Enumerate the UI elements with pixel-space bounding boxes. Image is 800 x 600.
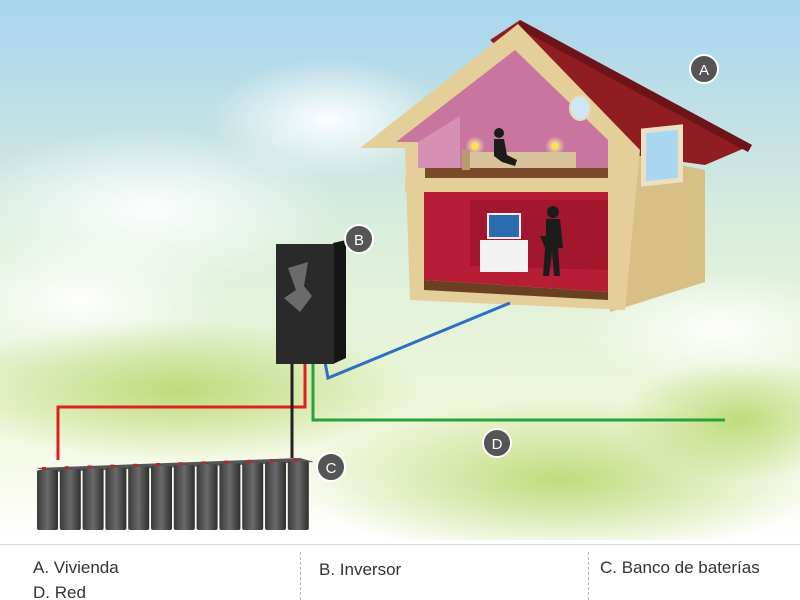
marker-c: C xyxy=(316,452,346,482)
floor-band xyxy=(405,178,612,192)
person-standing xyxy=(540,206,563,276)
legend-item-b: B. Inversor xyxy=(319,560,402,579)
marker-a: A xyxy=(689,54,719,84)
battery-terminal xyxy=(247,459,252,463)
living-room-floor xyxy=(424,280,608,300)
tv-screen xyxy=(487,213,521,239)
legend-item-d: D. Red xyxy=(33,583,86,600)
battery-cell xyxy=(151,466,172,530)
battery-terminal xyxy=(178,462,183,466)
diagram-illustration: A B C D xyxy=(0,0,800,540)
bed-headboard xyxy=(462,150,470,170)
battery-terminal xyxy=(156,463,160,466)
positive-wire xyxy=(56,360,307,460)
marker-a-label: A xyxy=(699,62,709,79)
battery-terminal xyxy=(110,464,115,468)
battery-terminal xyxy=(201,461,206,465)
house xyxy=(360,20,752,312)
cloud xyxy=(210,60,450,180)
battery-cell xyxy=(128,466,150,530)
battery-cell xyxy=(59,469,81,530)
inverter xyxy=(276,240,346,364)
house-wire xyxy=(323,301,511,381)
battery-terminal xyxy=(87,465,92,469)
battery-cell xyxy=(82,468,104,530)
battery-cell xyxy=(173,465,195,530)
lamp-icon xyxy=(471,142,479,150)
marker-d-label: D xyxy=(492,436,503,453)
legend-separator xyxy=(588,552,589,600)
person-sitting xyxy=(494,128,517,166)
battery-cell xyxy=(265,462,286,530)
marker-b-label: B xyxy=(354,232,364,249)
house-roof-edge xyxy=(518,20,752,152)
battery-cell xyxy=(242,462,264,530)
battery-terminal xyxy=(64,466,69,470)
lamp-icon xyxy=(551,142,559,150)
battery-terminal xyxy=(42,467,46,470)
legend-item-a: A. Vivienda xyxy=(33,558,119,577)
battery-cell xyxy=(287,461,309,530)
battery-bank xyxy=(36,458,314,530)
bed xyxy=(462,152,576,168)
inverter-side xyxy=(333,240,346,364)
battery-terminal xyxy=(224,460,229,464)
battery-cell xyxy=(196,464,218,530)
tv-stand xyxy=(480,240,528,272)
attic-window xyxy=(569,95,591,121)
legend-separator xyxy=(300,552,301,600)
inverter-logo-icon xyxy=(284,262,312,312)
battery-terminal xyxy=(270,459,274,462)
battery-bank-top xyxy=(36,458,314,472)
attic-wall-left xyxy=(418,116,460,168)
house-roof xyxy=(490,20,752,165)
battery-cell xyxy=(37,470,58,530)
attic-floor xyxy=(425,168,608,178)
legend-divider xyxy=(0,544,800,545)
marker-b: B xyxy=(344,224,374,254)
battery-cell xyxy=(219,463,241,530)
battery-cell xyxy=(105,467,127,530)
marker-d: D xyxy=(482,428,512,458)
wiring xyxy=(56,301,725,460)
grid-wire xyxy=(311,360,725,422)
battery-terminal xyxy=(292,458,297,462)
battery-terminal xyxy=(133,463,138,467)
side-window-glass xyxy=(646,129,678,182)
legend-item-c: C. Banco de baterías xyxy=(600,558,760,577)
marker-c-label: C xyxy=(326,460,337,477)
